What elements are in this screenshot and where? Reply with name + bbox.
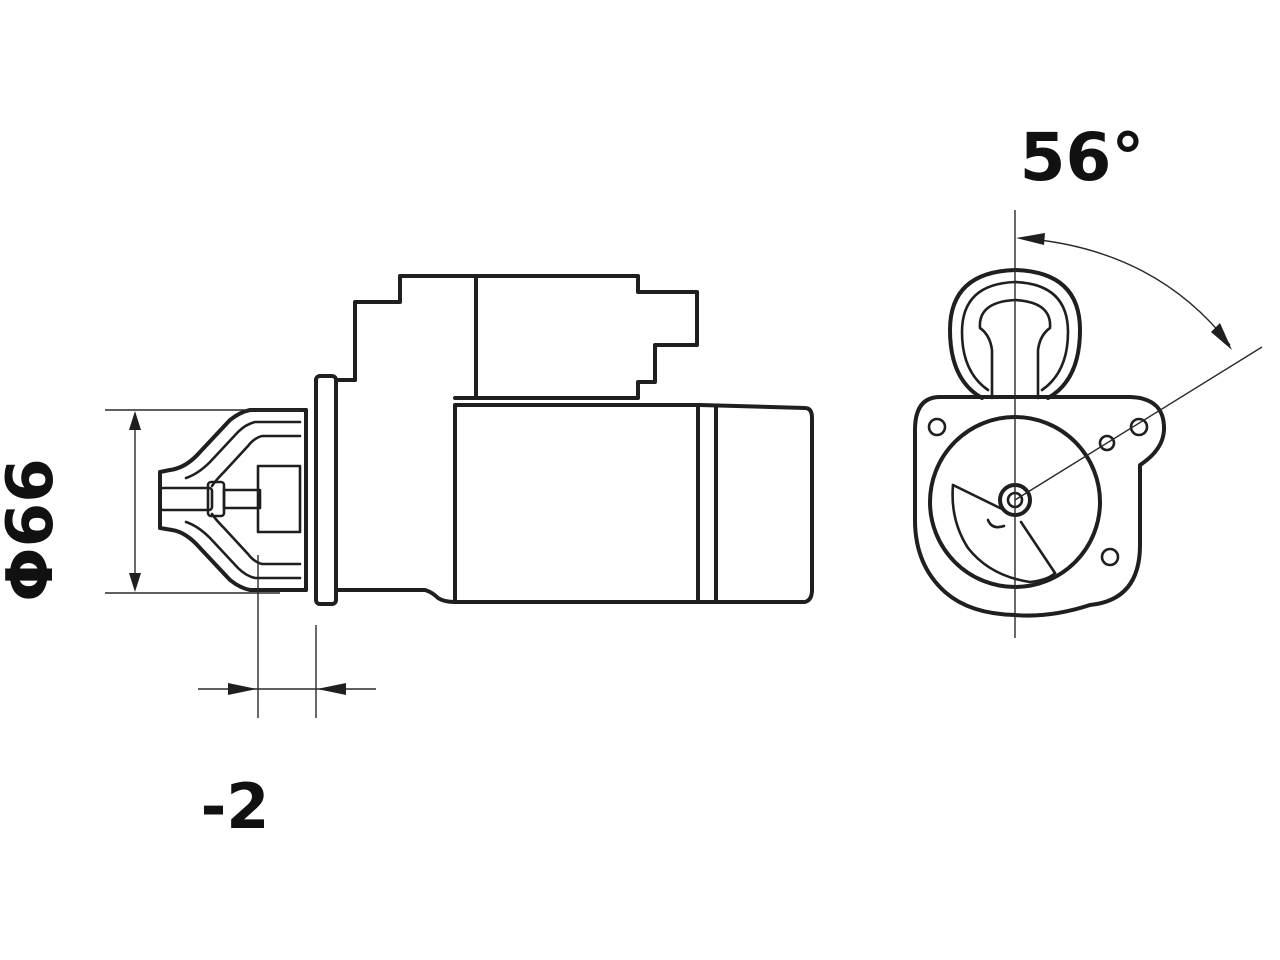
angle-dimension	[1014, 210, 1263, 638]
end-view	[913, 210, 1263, 638]
bolt-hole-bottom	[1100, 547, 1120, 567]
diameter-arrow-bottom	[129, 573, 141, 592]
angle-label: 56°	[1020, 119, 1145, 196]
offset-dimension	[198, 555, 376, 718]
angle-arrow-left	[1016, 233, 1045, 245]
motor-housing	[453, 403, 814, 604]
offset-arrow-right	[317, 683, 346, 695]
side-view	[105, 274, 814, 718]
offset-label: -2	[201, 770, 270, 843]
bolt-hole-left	[927, 417, 947, 437]
bolt-hole-inner	[1098, 434, 1116, 452]
diameter-dimension	[105, 409, 300, 594]
angle-arrow-right	[1211, 323, 1232, 350]
offset-arrow-left	[228, 683, 257, 695]
pinion-nose	[158, 408, 308, 592]
diameter-arrow-top	[129, 411, 141, 430]
diameter-label: Φ66	[0, 458, 68, 601]
mounting-flange	[314, 374, 457, 606]
solenoid	[353, 274, 699, 400]
bolt-hole-right	[1129, 417, 1149, 437]
end-flange	[913, 395, 1167, 618]
